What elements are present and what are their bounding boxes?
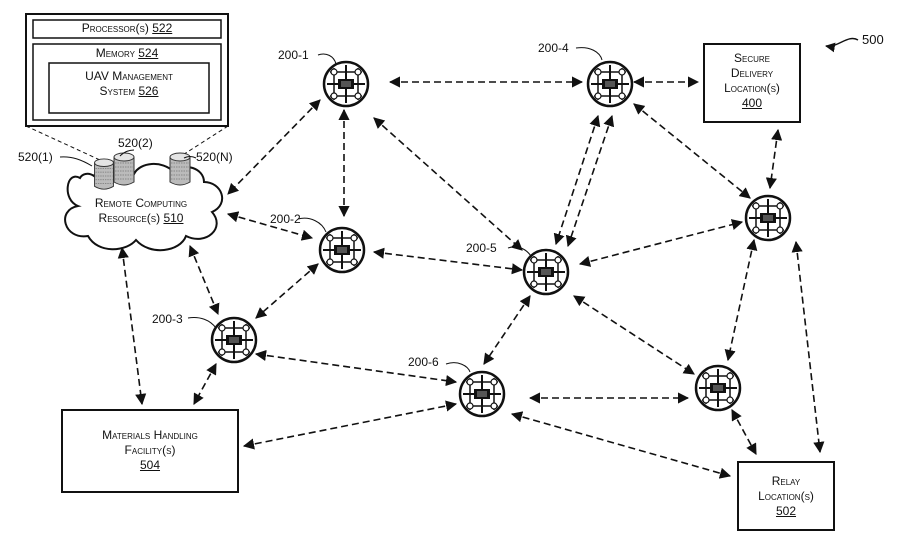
figure-ref-arrow <box>825 37 859 53</box>
relay-location-box <box>737 461 835 531</box>
uav-icon-7 <box>744 194 792 242</box>
server-box <box>25 13 229 127</box>
remote-computing-label: Remote Computing Resource(s) 510 <box>68 196 214 226</box>
secure-delivery-ref: 400 <box>741 96 763 110</box>
uav-label-200-3: 200-3 <box>152 312 183 326</box>
server-label-1: 520(1) <box>18 150 53 164</box>
secure-delivery-line1: Secure <box>733 51 770 65</box>
uav-label-200-2: 200-2 <box>270 212 301 226</box>
server-icon-2 <box>113 152 135 186</box>
uav-management-line1: UAV Management <box>85 69 173 83</box>
materials-handling-line2: Facility(s) <box>124 443 176 457</box>
secure-delivery-line3: Location(s) <box>724 81 780 95</box>
uav-icon-5 <box>522 248 570 296</box>
uav-label-200-6: 200-6 <box>408 355 439 369</box>
server-icon-1 <box>94 158 114 190</box>
remote-computing-line2-wrap: Resource(s) 510 <box>68 211 214 226</box>
uav-icon-3 <box>210 316 258 364</box>
remote-computing-line2: Resource(s) <box>98 211 161 225</box>
memory-text: Memory <box>95 46 135 60</box>
uav-management-label: UAV Management System 526 <box>49 69 209 99</box>
server-label-n: 520(N) <box>196 150 233 164</box>
relay-location-line1: Relay <box>771 474 801 488</box>
uav-icon-6 <box>458 370 506 418</box>
materials-handling-line1: Materials Handling <box>102 428 198 442</box>
uav-management-line2-wrap: System 526 <box>49 84 209 99</box>
figure-ref-label: 500 <box>862 32 884 47</box>
uav-icon-4 <box>586 60 634 108</box>
server-icon-n <box>169 152 191 186</box>
uav-label-200-1: 200-1 <box>278 48 309 62</box>
label-leaders <box>59 47 603 373</box>
uav-management-line2: System <box>99 84 136 98</box>
secure-delivery-line2: Delivery <box>730 66 774 80</box>
remote-computing-ref: 510 <box>163 211 184 225</box>
uav-label-200-5: 200-5 <box>466 241 497 255</box>
memory-ref: 524 <box>138 46 159 60</box>
memory-label: Memory 524 <box>33 46 221 61</box>
relay-location-label: Relay Location(s) 502 <box>738 474 834 519</box>
secure-delivery-label: Secure Delivery Location(s) 400 <box>704 51 800 111</box>
uav-icon-2 <box>318 226 366 274</box>
relay-location-ref: 502 <box>775 504 797 518</box>
processor-ref: 522 <box>152 21 173 35</box>
uav-management-ref: 526 <box>138 84 159 98</box>
materials-handling-ref: 504 <box>139 458 161 472</box>
processor-label: Processor(s) 522 <box>33 21 221 36</box>
links <box>117 76 825 479</box>
callout-lines <box>25 125 229 161</box>
server-label-2: 520(2) <box>118 136 153 150</box>
uav-icon-8 <box>694 364 742 412</box>
materials-handling-label: Materials Handling Facility(s) 504 <box>62 428 238 473</box>
processor-text: Processor(s) <box>81 21 149 35</box>
remote-computing-line1: Remote Computing <box>94 196 188 210</box>
relay-location-line2: Location(s) <box>758 489 814 503</box>
uav-icon-1 <box>322 60 370 108</box>
materials-handling-box <box>61 409 239 493</box>
uav-label-200-4: 200-4 <box>538 41 569 55</box>
